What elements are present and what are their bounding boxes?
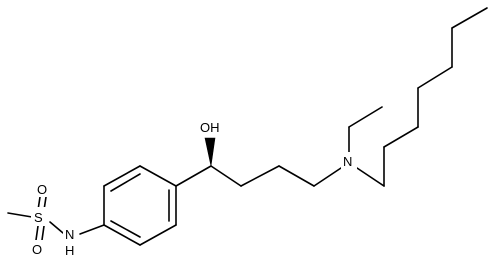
- heptyl-bond-7: [451, 7, 488, 29]
- chain-bond-1: [210, 165, 242, 187]
- heptyl-bond-1: [356, 167, 385, 187]
- chain-bond-2: [240, 165, 280, 187]
- heptyl-bond-3: [383, 126, 419, 148]
- chain-bond-4: [313, 167, 342, 187]
- bonds: [7, 7, 488, 246]
- stereo-wedge-bond: [204, 137, 216, 167]
- bond-ring-chiral-carbon: [175, 165, 212, 187]
- sulfonamide-nitrogen-label: N: [65, 227, 74, 242]
- sulfur-label: S: [34, 210, 43, 225]
- sulfonamide-hydrogen-label: H: [65, 243, 74, 258]
- ring-double-bond-c: [110, 220, 141, 238]
- bond-methyl-sulfur: [7, 212, 33, 218]
- sulfonyl-oxygen-upper-label: O: [37, 182, 47, 197]
- heptyl-bond-5: [417, 66, 453, 89]
- ring-bond-5: [139, 224, 177, 246]
- tertiary-amine-nitrogen-label: N: [343, 154, 352, 169]
- bond-sulfur-nitrogen: [49, 221, 64, 234]
- ethyl-bond-2: [348, 106, 383, 128]
- bond-sulfur-oxygen-lower-a: [35, 225, 39, 241]
- ring-bond-6: [103, 224, 141, 246]
- ring-double-bond-a: [110, 173, 141, 192]
- hydroxyl-label: OH: [200, 120, 220, 135]
- ring-bond-2: [103, 165, 141, 187]
- bond-sulfur-oxygen-lower-b: [41, 225, 45, 241]
- bond-nitrogen-ring: [79, 224, 105, 235]
- atom-labels: OH S O O N H N: [30, 117, 357, 258]
- sulfonyl-oxygen-lower-label: O: [32, 242, 42, 257]
- chain-bond-3: [278, 165, 315, 187]
- ring-bond-3: [139, 165, 177, 187]
